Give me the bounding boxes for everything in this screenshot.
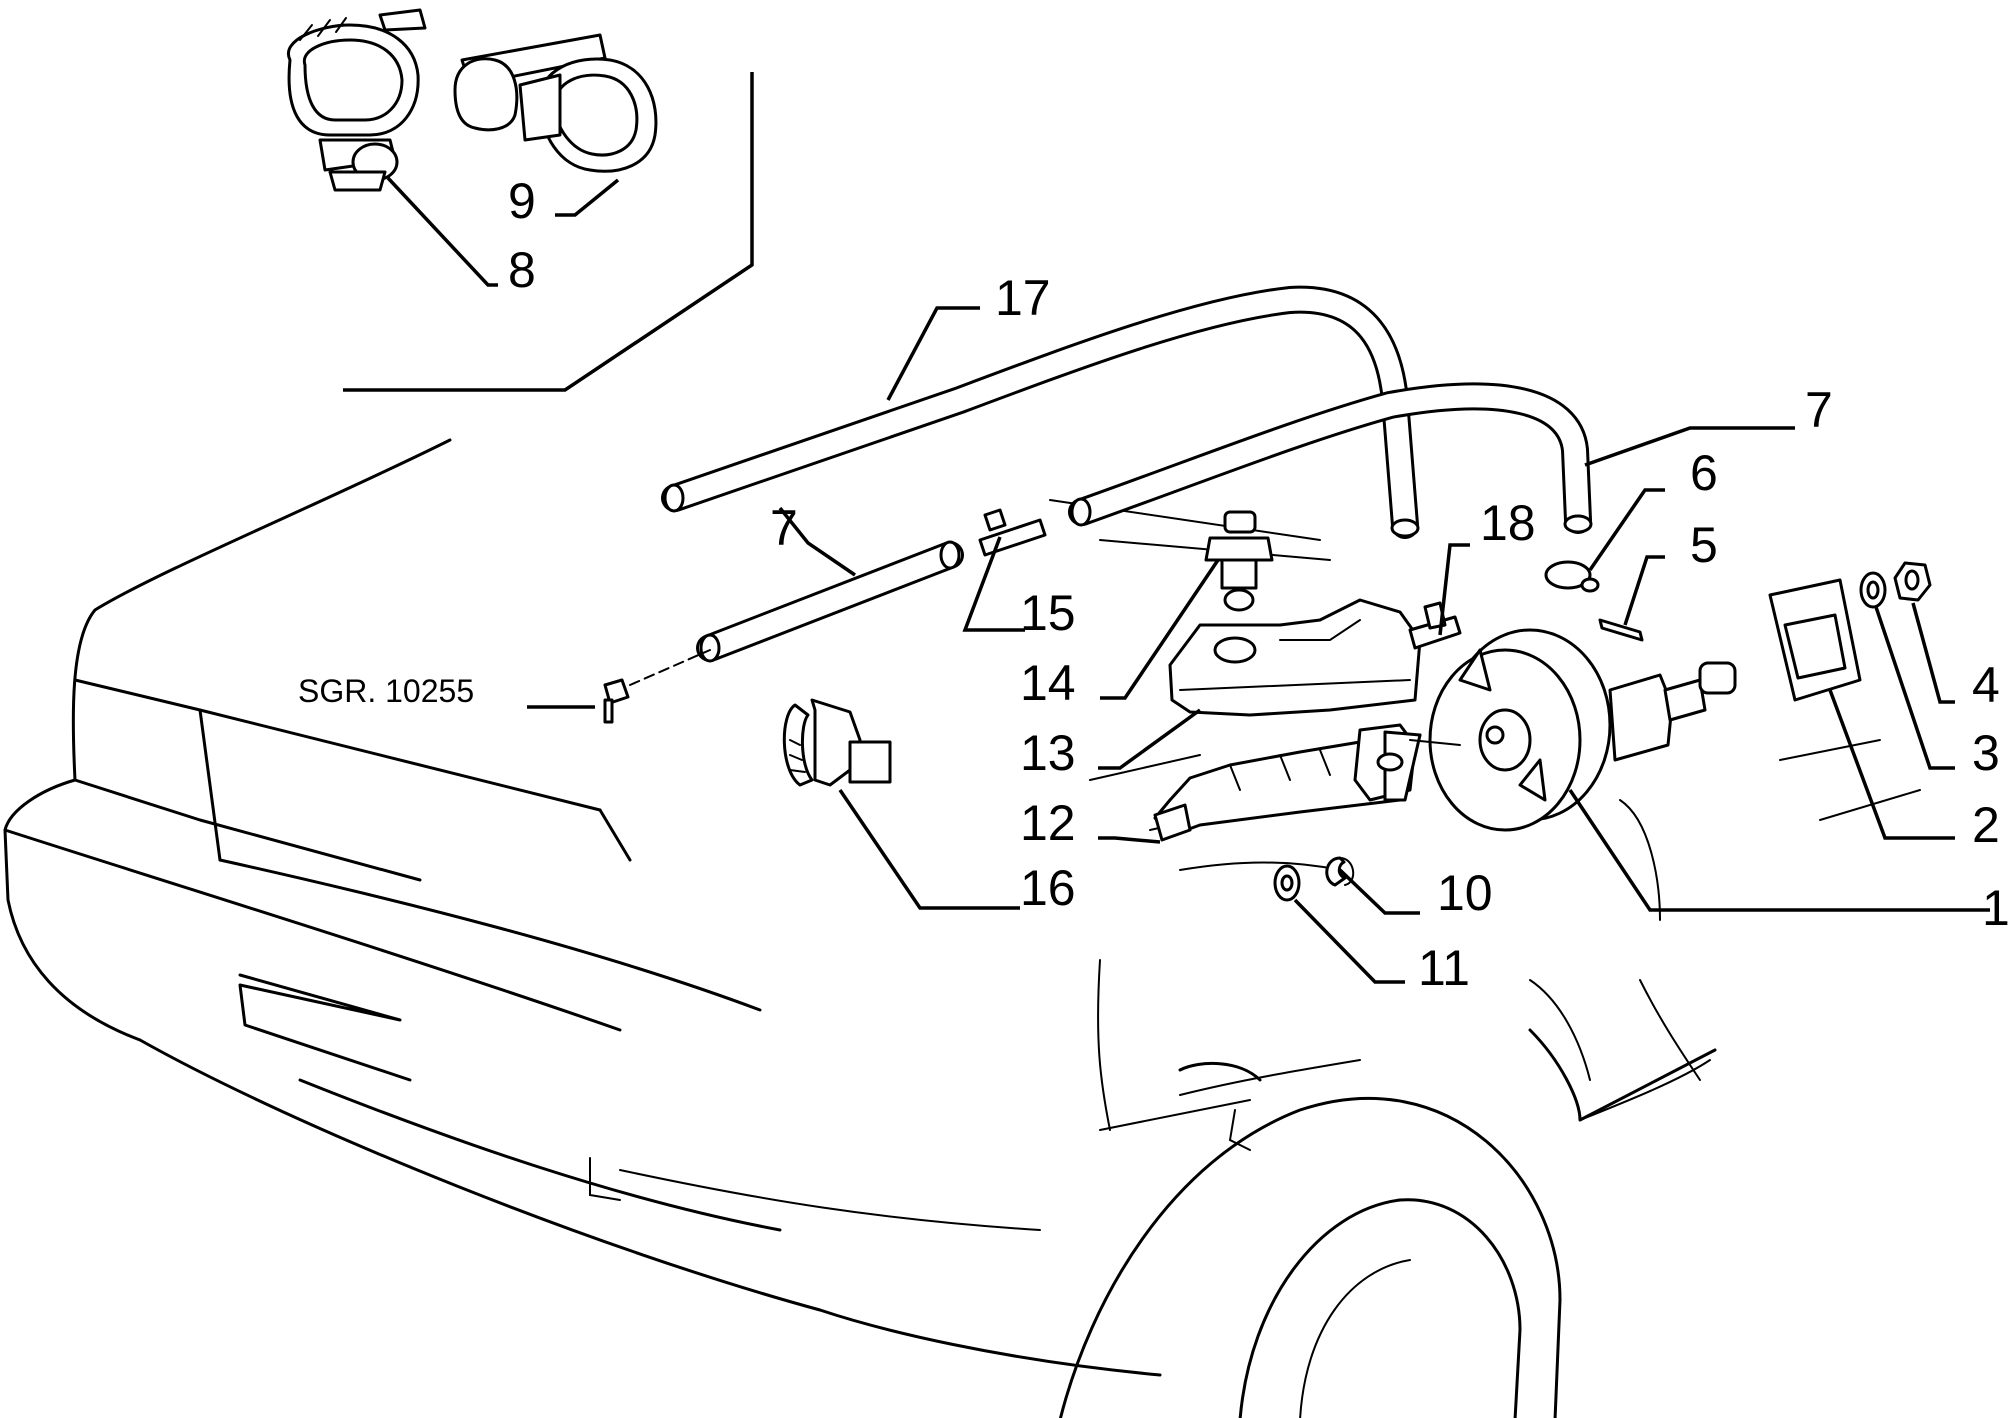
label-8: 8 — [508, 242, 536, 298]
car-body-outline — [3, 438, 1921, 1418]
sgr-fitting — [603, 649, 711, 724]
part-3-washer — [1859, 571, 1887, 609]
label-16: 16 — [1020, 860, 1076, 916]
part-16-bracket-clip — [782, 698, 892, 787]
label-6: 6 — [1690, 445, 1718, 501]
part-15-union — [978, 508, 1047, 557]
part-13-reservoir — [1168, 598, 1422, 717]
label-12: 12 — [1020, 795, 1076, 851]
part-5-pin — [1598, 618, 1644, 642]
label-1: 1 — [1982, 880, 2008, 936]
reference-label: SGR. 10255 — [298, 673, 474, 709]
leader-lines — [386, 176, 1990, 984]
part-2-gasket — [1768, 578, 1862, 702]
label-15: 15 — [1020, 585, 1076, 641]
part-17-hose — [661, 285, 1420, 539]
label-10: 10 — [1437, 865, 1493, 921]
part-7-hose-upper — [1068, 382, 1593, 534]
part-14-cap — [1204, 510, 1274, 612]
label-18: 18 — [1480, 495, 1536, 551]
label-14: 14 — [1020, 655, 1076, 711]
label-7-short: 7 — [770, 500, 798, 556]
label-13: 13 — [1020, 725, 1076, 781]
label-7-upper: 7 — [1805, 382, 1833, 438]
label-5: 5 — [1690, 517, 1718, 573]
part-9-double-clip — [453, 33, 658, 173]
part-7-hose-short — [696, 540, 964, 663]
part-4-nut — [1893, 561, 1932, 602]
label-3: 3 — [1972, 725, 2000, 781]
part-10-spring-washer — [1325, 856, 1355, 887]
label-11: 11 — [1418, 940, 1470, 996]
part-8-clip — [286, 8, 427, 192]
part-12-master-cylinder — [1153, 723, 1422, 842]
part-1-brake-booster — [1409, 628, 1737, 832]
part-labels: 1 2 3 4 5 6 7 7 8 9 10 11 12 13 14 15 16… — [298, 173, 2008, 996]
label-17: 17 — [995, 270, 1051, 326]
part-6-clamp — [1544, 560, 1600, 593]
part-11-nut — [1273, 864, 1301, 902]
inset-divider — [343, 72, 754, 392]
part-18-t-connector — [1408, 601, 1462, 650]
label-9: 9 — [508, 173, 536, 229]
label-4: 4 — [1972, 657, 2000, 713]
label-2: 2 — [1972, 797, 2000, 853]
